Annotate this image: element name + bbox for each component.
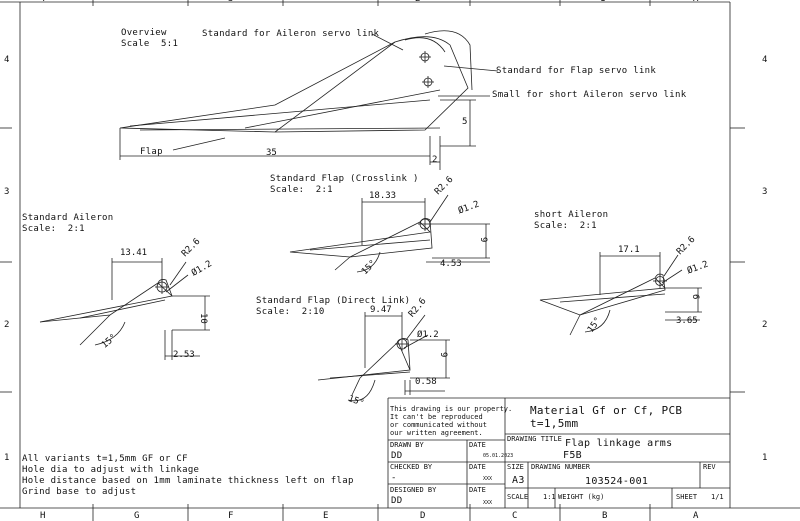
standard-aileron-scale: Scale: 2:1 — [22, 224, 85, 234]
checked-date-label: DATE — [469, 463, 486, 471]
direct-scale: Scale: 2:10 — [256, 307, 325, 317]
direct-dim-height: 9 — [438, 352, 448, 358]
zone-left-3: 3 — [4, 187, 10, 197]
sheet-label: SHEET — [676, 493, 698, 501]
direct-dim-width: 9.47 — [370, 305, 392, 315]
label-flap-servo: Standard for Flap servo link — [496, 66, 657, 76]
standard-flap-direct-view — [317, 312, 450, 402]
overview-title: Overview — [121, 28, 167, 38]
property-notice: This drawing is our property. It can't b… — [390, 405, 513, 437]
aileron-dim-height: 10 — [198, 313, 208, 324]
standard-aileron-title: Standard Aileron — [22, 213, 114, 223]
overview-scale: Scale 5:1 — [121, 39, 179, 49]
direct-title: Standard Flap (Direct Link) — [256, 296, 411, 306]
overview-view — [119, 30, 499, 170]
label-aileron-servo: Standard for Aileron servo link — [202, 29, 380, 39]
designed-date-label: DATE — [469, 486, 486, 494]
short-aileron-scale: Scale: 2:1 — [534, 221, 597, 231]
zone-left-1: 1 — [4, 453, 10, 463]
designed-by-label: DESIGNED BY — [390, 486, 437, 494]
zone-right-2: 2 — [762, 320, 768, 330]
short-dim-base: 3.65 — [676, 316, 698, 326]
checked-by: - — [391, 473, 397, 483]
zone-bottom-g: G — [134, 511, 140, 521]
crosslink-dim-width: 18.33 — [369, 191, 397, 201]
short-dim-width: 17.1 — [618, 245, 640, 255]
drawing-number-label: DRAWING NUMBER — [531, 463, 591, 471]
direct-dim-hole: Ø1.2 — [417, 330, 439, 340]
crosslink-dim-height: 9 — [478, 237, 488, 243]
crosslink-scale: Scale: 2:1 — [270, 185, 333, 195]
direct-dim-base: 0.58 — [415, 377, 437, 387]
size-label: SIZE — [507, 463, 524, 471]
overview-dim-length: 35 — [266, 148, 277, 158]
short-aileron-title: short Aileron — [534, 210, 609, 220]
note-line: Grind base to adjust — [22, 487, 137, 497]
scale-label: SCALE — [507, 493, 529, 501]
standard-aileron-view — [39, 258, 210, 360]
thickness: t=1,5mm — [530, 417, 579, 430]
drawing-number: 103524-001 — [585, 476, 649, 487]
overview-dim-height: 5 — [462, 117, 468, 127]
note-line: Hole dia to adjust with linkage — [22, 465, 200, 475]
checked-date: XXX — [483, 476, 493, 482]
size: A3 — [512, 475, 525, 486]
drawing-title: Flap linkage arms — [565, 438, 673, 449]
crosslink-dim-base: 4.53 — [440, 259, 462, 269]
zone-top-2: 2 — [415, 0, 420, 4]
drawing-subtitle: F5B — [563, 450, 582, 461]
zone-right-1: 1 — [762, 453, 768, 463]
drawn-date: 05.01.2023 — [483, 453, 514, 459]
zone-left-4: 4 — [4, 55, 10, 65]
designed-date: XXX — [483, 500, 493, 506]
short-dim-height: 6 — [690, 294, 700, 300]
overview-dim-bottom: 2 — [432, 155, 438, 165]
aileron-dim-width: 13.41 — [120, 248, 148, 258]
zone-top-1: 1 — [600, 0, 605, 4]
zone-right-4: 4 — [762, 55, 768, 65]
standard-flap-crosslink-view — [289, 194, 490, 273]
drawn-by-label: DRAWN BY — [390, 441, 424, 449]
zone-left-2: 2 — [4, 320, 10, 330]
note-line: Hole distance based on 1mm laminate thic… — [22, 476, 354, 486]
zone-bottom-d: D — [420, 511, 426, 521]
zone-top-3: 3 — [228, 0, 233, 4]
designed-by: DD — [391, 496, 403, 506]
aileron-dim-base: 2.53 — [173, 350, 195, 360]
sheet-value: 1/1 — [711, 493, 724, 501]
weight-label: WEIGHT (kg) — [558, 493, 605, 501]
zone-bottom-c: C — [512, 511, 518, 521]
zone-bottom-e: E — [323, 511, 329, 521]
zone-right-3: 3 — [762, 187, 768, 197]
checked-by-label: CHECKED BY — [390, 463, 433, 471]
label-short-aileron: Small for short Aileron servo link — [492, 90, 687, 100]
label-flap: Flap — [140, 147, 163, 157]
zone-bottom-b: B — [602, 511, 608, 521]
zone-bottom-f: F — [228, 511, 234, 521]
short-aileron-view — [539, 252, 702, 336]
drawn-by: DD — [391, 451, 403, 461]
drawn-date-label: DATE — [469, 441, 486, 449]
zone-top-4: 4 — [40, 0, 45, 4]
material: Material Gf or Cf, PCB — [530, 404, 683, 417]
zone-top-a: A — [693, 0, 698, 4]
zone-bottom-a: A — [693, 511, 699, 521]
scale-value: 1:1 — [543, 493, 556, 501]
rev-label: REV — [703, 463, 716, 471]
drawing-title-label: DRAWING TITLE — [507, 435, 562, 443]
crosslink-title: Standard Flap (Crosslink ) — [270, 174, 419, 184]
note-line: All variants t=1,5mm GF or CF — [22, 454, 188, 464]
zone-bottom-h: H — [40, 511, 46, 521]
title-block-lines — [387, 397, 730, 508]
